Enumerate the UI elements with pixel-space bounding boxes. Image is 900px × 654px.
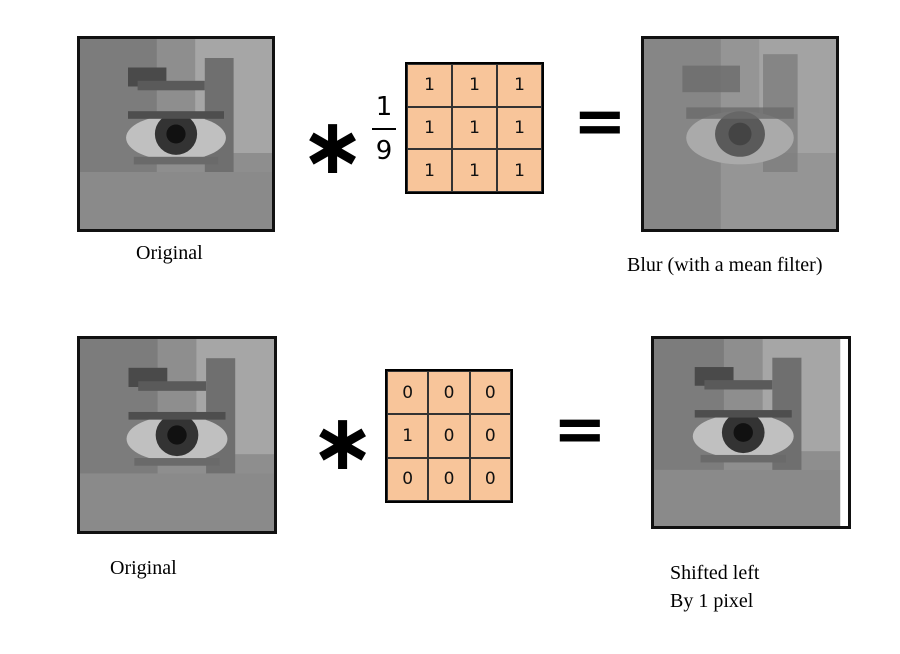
convolution-operator: ∗ bbox=[300, 102, 366, 192]
caption-shifted-line1: Shifted left bbox=[670, 562, 760, 584]
kernel-cell: 1 bbox=[407, 149, 452, 192]
shifted-eye-image bbox=[651, 336, 851, 529]
caption-blur: Blur (with a mean filter) bbox=[627, 254, 823, 276]
blurred-eye-image bbox=[641, 36, 839, 232]
kernel-cell: 1 bbox=[497, 106, 542, 150]
kernel-cell: 1 bbox=[497, 149, 542, 192]
fraction-denominator: 9 bbox=[375, 136, 393, 166]
kernel-cell: 0 bbox=[469, 371, 511, 415]
fraction-numerator: 1 bbox=[375, 92, 393, 122]
kernel-cell: 0 bbox=[428, 371, 470, 415]
kernel-cell: 0 bbox=[428, 457, 470, 501]
caption-shifted-line2: By 1 pixel bbox=[670, 590, 754, 612]
kernel-cell: 1 bbox=[497, 64, 542, 107]
kernel-cell: 1 bbox=[387, 414, 429, 458]
shift-kernel: 0 0 0 1 0 0 0 0 0 bbox=[385, 369, 513, 503]
kernel-cell: 1 bbox=[452, 149, 497, 192]
convolution-operator: ∗ bbox=[310, 398, 376, 488]
kernel-cell: 0 bbox=[387, 371, 429, 415]
mean-filter-kernel: 1 1 1 1 1 1 1 1 1 bbox=[405, 62, 544, 194]
kernel-cell: 0 bbox=[428, 414, 470, 458]
kernel-cell: 0 bbox=[469, 457, 511, 501]
caption-original-top: Original bbox=[136, 242, 203, 264]
fraction-bar bbox=[372, 128, 396, 130]
equals-sign: = bbox=[553, 393, 607, 467]
equals-sign: = bbox=[573, 85, 627, 159]
kernel-cell: 1 bbox=[452, 64, 497, 107]
kernel-cell: 1 bbox=[407, 106, 452, 150]
original-eye-image-bottom bbox=[77, 336, 277, 534]
kernel-cell: 0 bbox=[469, 414, 511, 458]
kernel-cell: 0 bbox=[387, 457, 429, 501]
kernel-cell: 1 bbox=[452, 106, 497, 150]
kernel-cell: 1 bbox=[407, 64, 452, 107]
normalization-fraction: 1 9 bbox=[370, 92, 398, 166]
caption-original-bottom: Original bbox=[110, 557, 177, 579]
original-eye-image-top bbox=[77, 36, 275, 232]
